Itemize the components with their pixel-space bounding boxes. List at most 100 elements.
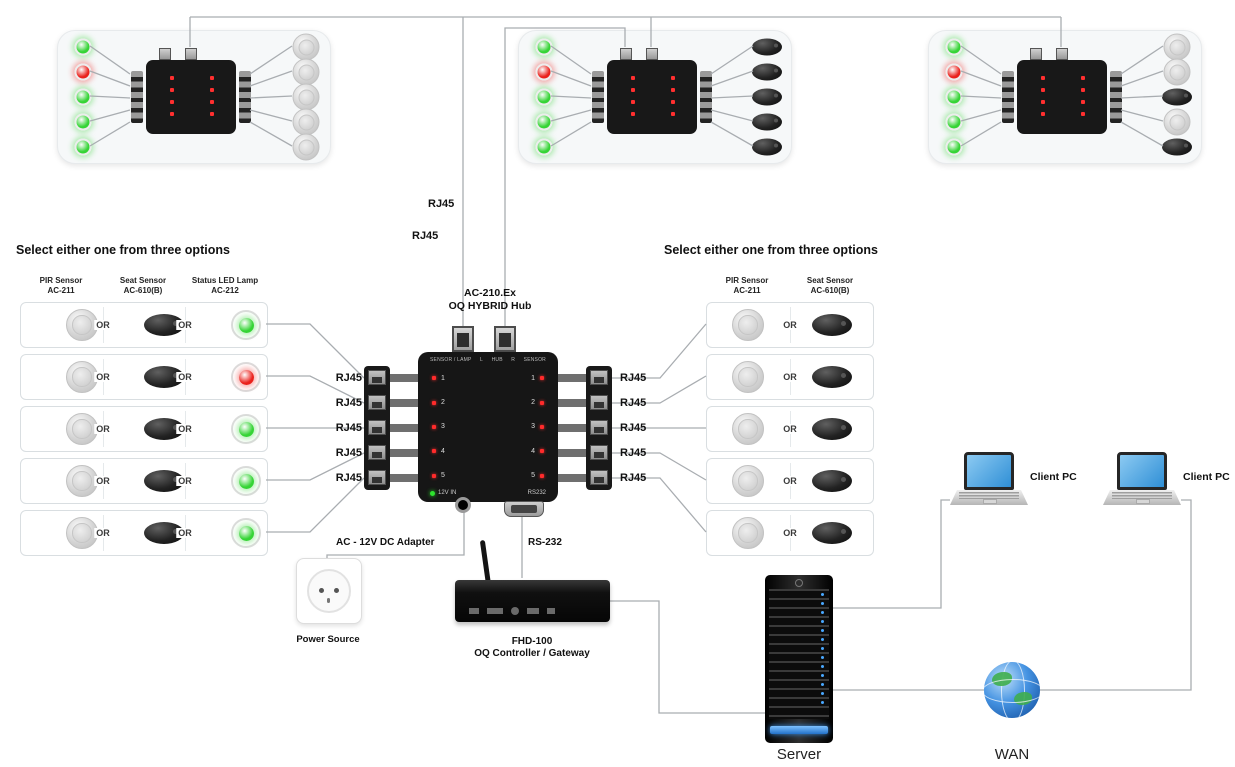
status-led-icon (535, 63, 553, 81)
rs232-label: RS-232 (528, 537, 562, 548)
silkscreen-label: RS232 (527, 490, 546, 496)
led-core (238, 421, 254, 437)
or-label: OR (94, 476, 112, 486)
or-label: OR (781, 476, 799, 486)
status-led-icon (74, 138, 92, 156)
pir-sensor-icon (66, 465, 98, 497)
status-led-icon (535, 138, 553, 156)
power-source-label: Power Source (296, 634, 360, 645)
option-row: OR (706, 406, 874, 452)
server-led-column (821, 593, 824, 596)
status-led-icon (74, 88, 92, 106)
hub-led-column-right: 1 2 3 4 5 (531, 366, 544, 488)
server-label: Server (776, 746, 822, 763)
hub-silkscreen: SENSOR / LAMP L HUB R SENSOR (430, 357, 546, 363)
option-row: OR OR (20, 302, 268, 348)
rj45-port-icon (159, 48, 171, 60)
outlet-ground (327, 598, 330, 603)
room-panel-1 (57, 30, 331, 164)
column-header-seat: Seat Sensor AC-610(B) (790, 276, 870, 295)
led-core (238, 369, 254, 385)
pir-sensor-icon (732, 413, 764, 445)
rj45-label: RJ45 (620, 472, 647, 484)
rj45-port-icon (185, 48, 197, 60)
continent (1014, 692, 1032, 705)
red-led-icon (432, 376, 436, 381)
server-device (765, 575, 833, 743)
sensor-icon (1163, 58, 1191, 86)
room-panel-2 (518, 30, 792, 164)
column-model: AC-610(B) (810, 285, 850, 295)
hub-uplink-port-icon (452, 326, 474, 352)
power-source-device (296, 558, 362, 624)
sensor-icon (1162, 138, 1192, 156)
option-row: OR OR (20, 458, 268, 504)
touchpad (1135, 499, 1151, 504)
front-ports (469, 607, 596, 615)
port-number: 1 (441, 374, 445, 382)
silkscreen-label: HUB (491, 357, 503, 363)
port-number: 3 (531, 423, 535, 431)
hub-right-port-strip (586, 366, 612, 490)
port-strip (131, 71, 143, 123)
red-led-icon (432, 473, 436, 478)
fhd-100-controller-device (455, 580, 610, 622)
sensor-icon (292, 33, 320, 61)
port-number: 5 (441, 472, 445, 480)
rj45-jack-icon (368, 445, 386, 460)
red-led-icon (432, 449, 436, 454)
rj45-label: RJ45 (620, 372, 647, 384)
seat-sensor-icon (144, 418, 184, 440)
seat-sensor-icon (812, 418, 852, 440)
laptop-keyboard (950, 490, 1028, 505)
status-led-icon (535, 113, 553, 131)
column-model: AC-211 (733, 285, 761, 295)
option-row: OR OR (20, 354, 268, 400)
usb-port-icon (469, 608, 479, 614)
wan-globe-icon (984, 662, 1040, 718)
rj45-jack-icon (368, 420, 386, 435)
rj45-jack-icon (368, 370, 386, 385)
rj45-jack-icon (368, 470, 386, 485)
sensor-icon (292, 133, 320, 161)
port-number: 1 (531, 374, 535, 382)
column-header-seat: Seat Sensor AC-610(B) (103, 276, 183, 295)
pir-sensor-icon (66, 517, 98, 549)
rj45-label: RJ45 (335, 397, 362, 409)
rj45-label: RJ45 (412, 230, 439, 242)
silkscreen-label: SENSOR / LAMP (430, 357, 472, 363)
column-model: AC-211 (47, 285, 75, 295)
status-led-icon (945, 38, 963, 56)
hub-led-dots (631, 76, 635, 80)
av-port-icon (511, 607, 519, 615)
column-header-pir: PIR Sensor AC-211 (21, 276, 101, 295)
room-panel-3 (928, 30, 1202, 164)
left-options-heading: Select either one from three options (16, 243, 230, 257)
led-core (238, 473, 254, 489)
rj45-jack-icon (590, 470, 608, 485)
sensor-icon (292, 108, 320, 136)
outlet-hole (319, 588, 324, 593)
red-led-icon (540, 449, 544, 454)
status-led-lamp-icon (231, 310, 261, 340)
port-strip (1110, 71, 1122, 123)
red-led-icon (432, 400, 436, 405)
rj45-jack-icon (590, 395, 608, 410)
rj45-port-icon (1030, 48, 1042, 60)
port-number: 2 (441, 399, 445, 407)
room-hub-device (607, 60, 697, 134)
port-number: 4 (441, 447, 445, 455)
or-label: OR (781, 320, 799, 330)
hub-led-dots (170, 76, 174, 80)
rj45-label: RJ45 (335, 372, 362, 384)
power-led-icon (430, 490, 435, 496)
hub-led-dots (1041, 76, 1045, 80)
option-row: OR OR (20, 406, 268, 452)
hdmi-port-icon (487, 608, 503, 614)
status-led-icon (74, 113, 92, 131)
rs232-connector-icon (504, 501, 544, 517)
status-led-icon (535, 88, 553, 106)
rj45-jack-icon (368, 395, 386, 410)
pir-sensor-icon (66, 309, 98, 341)
red-led-icon (432, 424, 436, 429)
